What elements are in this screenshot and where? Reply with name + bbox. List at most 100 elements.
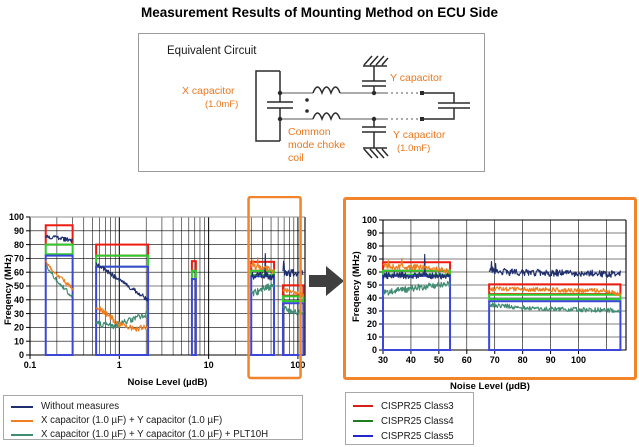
choke-label-line3: coil [288, 152, 304, 164]
y-tick-label: 10 [367, 332, 377, 342]
y-capacitor-bottom-value: (1.0mF) [397, 143, 431, 154]
limit-box-class5 [95, 265, 150, 356]
page-title: Measurement Results of Mounting Method o… [140, 5, 498, 20]
choke-label-line2: mode choke [288, 139, 346, 151]
zoom-region-highlight [247, 196, 302, 380]
trace-without [382, 253, 451, 280]
legend-label-without: Without measures [41, 401, 120, 412]
y-tick-label: 90 [14, 226, 24, 236]
common-mode-choke-symbol [305, 86, 341, 122]
y-tick-label: 10 [14, 336, 24, 346]
trace-without [488, 261, 621, 278]
legend-item-class5: CISPR25 Class5 [353, 429, 473, 443]
legend-swatch-xy [11, 419, 33, 422]
right-chart-xlabel: Noise Level (µdB) [450, 381, 530, 392]
circuit-diagram [255, 55, 470, 159]
legend-item-class3: CISPR25 Class3 [353, 399, 473, 413]
x-tick-label: 100 [571, 355, 586, 365]
y-tick-label: 70 [14, 254, 24, 264]
trace-without [95, 262, 149, 302]
trace-xyplt [45, 265, 74, 298]
y-tick-label: 80 [367, 241, 377, 251]
right-chart-ylabel: Freqency (MHz) [351, 251, 362, 322]
x-tick-label: 50 [434, 355, 444, 365]
y-capacitor-top-label: Y capacitor [390, 72, 443, 84]
trace-xy [382, 257, 451, 274]
legend-swatch-xyplt [11, 433, 33, 436]
trace-xy [45, 260, 74, 291]
y-capacitor-top-symbol [362, 55, 389, 93]
legend-item-xyplt: X capacitor (1.0 µF) + Y capacitor (1.0 … [11, 428, 302, 441]
left-chart-xlabel: Noise Level (µdB) [127, 377, 208, 388]
limit-box-class5 [190, 278, 197, 356]
legend-swatch-class4 [353, 420, 373, 422]
x-tick-label: 0.1 [24, 360, 37, 370]
x-tick-label: 60 [462, 355, 472, 365]
x-capacitor-label: X capacitor [182, 85, 235, 97]
y-tick-label: 20 [367, 319, 377, 329]
circuit-title: Equivalent Circuit [167, 45, 257, 57]
y-tick-label: 90 [367, 228, 377, 238]
y-tick-label: 0 [372, 345, 377, 355]
limit-box-class5 [488, 300, 622, 351]
limit-box-class5 [281, 302, 305, 356]
x-tick-label: 80 [518, 355, 528, 365]
x-capacitor-value: (1.0mF) [205, 99, 239, 110]
trace-xyplt [95, 310, 149, 330]
x-tick-label: 70 [490, 355, 500, 365]
junction-dots [277, 90, 377, 122]
y-tick-label: 20 [14, 323, 24, 333]
x-tick-label: 100 [290, 360, 305, 370]
choke-label: Common mode choke coil [288, 126, 345, 165]
legend-item-xy: X capacitor (1.0 µF) + Y capacitor (1.0 … [11, 414, 302, 427]
trace-xy [488, 286, 621, 297]
y-tick-label: 50 [14, 281, 24, 291]
y-capacitor-bottom-symbol [362, 119, 389, 159]
y-tick-label: 60 [14, 267, 24, 277]
left-chart-ylabel: Freqency (MHz) [3, 254, 14, 325]
trace-xyplt [250, 282, 275, 297]
x-tick-label: 90 [546, 355, 556, 365]
trace-without [250, 253, 275, 281]
y-tick-label: 100 [9, 212, 24, 222]
trace-xy [250, 257, 275, 274]
x-tick-label: 40 [406, 355, 416, 365]
y-capacitor-bottom-label: Y capacitor [393, 129, 446, 141]
legend-swatch-class3 [353, 405, 373, 407]
y-tick-label: 30 [14, 309, 24, 319]
limit-box-class4 [281, 295, 305, 303]
legend-item-class4: CISPR25 Class4 [353, 414, 473, 428]
trace-without [45, 234, 74, 243]
trace-xyplt [488, 302, 621, 314]
legend-label-class3: CISPR25 Class3 [381, 400, 454, 412]
limit-box-class4 [250, 269, 276, 276]
ground-icon [363, 147, 389, 159]
y-tick-label: 100 [362, 215, 377, 225]
y-tick-label: 60 [367, 267, 377, 277]
trace-xyplt [382, 280, 451, 297]
limit-box-class5 [44, 254, 74, 356]
right-chart-legend: CISPR25 Class3 CISPR25 Class4 CISPR25 Cl… [345, 392, 474, 445]
choke-label-line1: Common [288, 126, 331, 138]
y-tick-label: 80 [14, 240, 24, 250]
left-chart-legend: Without measures X capacitor (1.0 µF) + … [3, 395, 303, 440]
zoom-arrow-icon [309, 266, 344, 296]
legend-label-class5: CISPR25 Class5 [381, 430, 454, 442]
legend-swatch-without [11, 405, 33, 408]
legend-label-xyplt: X capacitor (1.0 µF) + Y capacitor (1.0 … [41, 429, 269, 440]
limit-box-class4 [44, 243, 74, 256]
y-tick-label: 30 [367, 306, 377, 316]
legend-label-class4: CISPR25 Class4 [381, 415, 454, 427]
legend-item-without: Without measures [11, 400, 302, 413]
x-tick-label: 30 [378, 355, 388, 365]
y-tick-label: 0 [19, 350, 24, 360]
x-tick-label: 1 [117, 360, 122, 370]
y-tick-label: 70 [367, 254, 377, 264]
equivalent-circuit-panel: Equivalent Circuit X capacitor (1.0mF) C… [138, 33, 485, 172]
limit-box-class4 [488, 293, 622, 301]
legend-label-xy: X capacitor (1.0 µF) + Y capacitor (1.0 … [41, 415, 223, 426]
